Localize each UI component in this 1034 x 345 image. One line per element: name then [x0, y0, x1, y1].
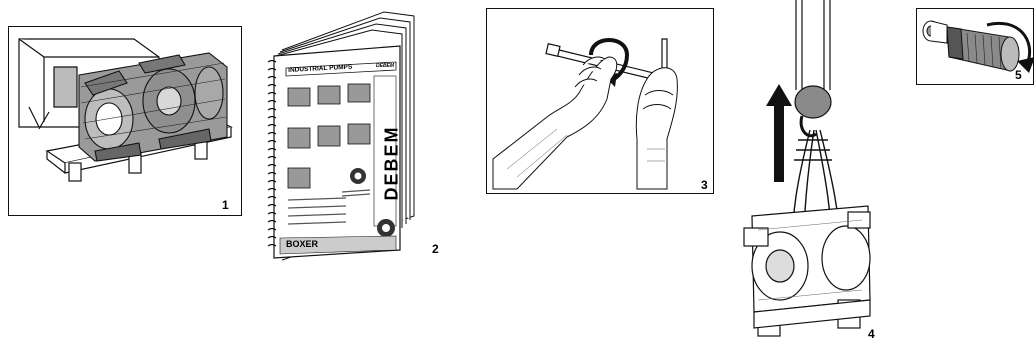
figure-3-panel: 3: [486, 8, 714, 194]
figure-5-panel: 5: [916, 8, 1034, 85]
figure-2-number: 2: [432, 243, 439, 255]
manual-brand-side: DEBEM: [382, 141, 403, 201]
figure-4-number: 4: [868, 328, 875, 340]
figure-5-number: 5: [1015, 69, 1022, 81]
figure-1-number: 1: [222, 199, 229, 211]
instruction-manual-illustration: [266, 10, 446, 250]
manual-brand-small: DEBEM: [376, 63, 394, 69]
lifting-pump-illustration: [738, 0, 888, 345]
figure-4-panel: 4: [738, 0, 888, 345]
figure-3-number: 3: [701, 179, 708, 191]
figure-2-panel: INDUSTRIAL PUMPS DEBEM DEBEM BOXER 2: [266, 10, 446, 250]
figure-1-panel: 1: [8, 26, 242, 216]
hands-tightening-illustration: [487, 9, 715, 195]
pump-on-pallet-illustration: [9, 27, 243, 217]
manual-model: BOXER: [286, 239, 318, 249]
